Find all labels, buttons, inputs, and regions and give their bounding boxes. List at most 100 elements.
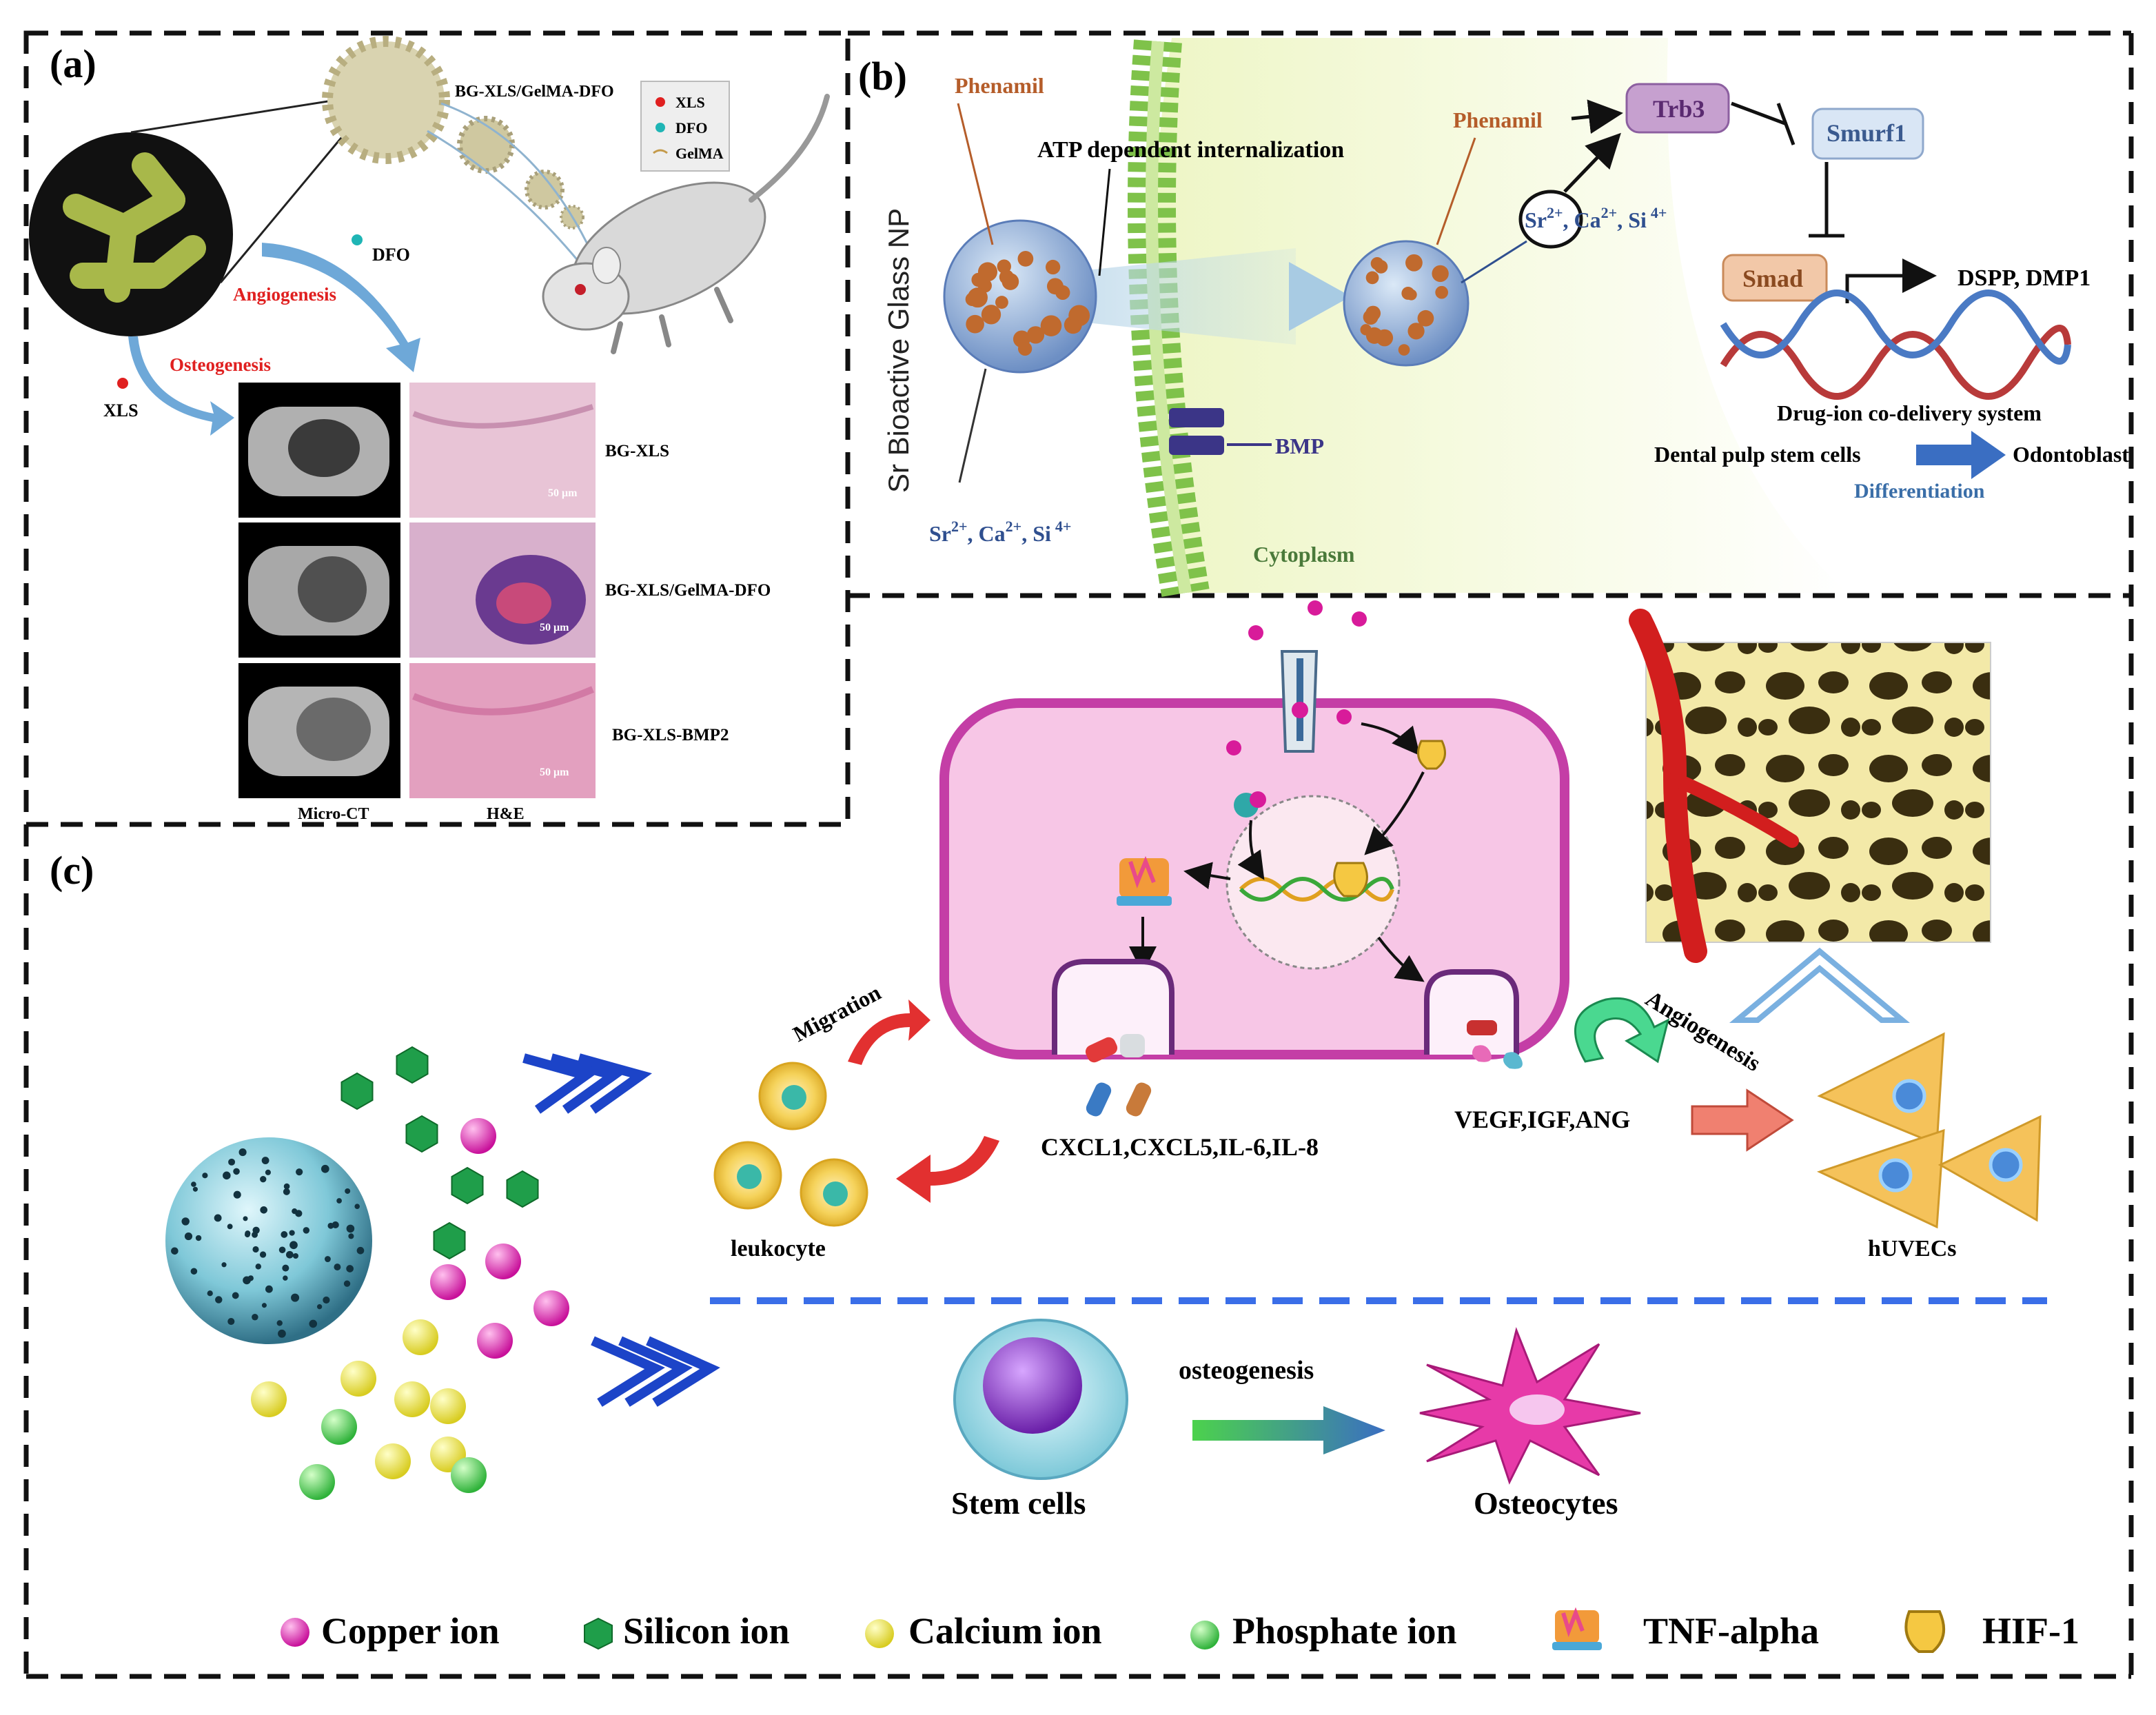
blood-vessel-branch [1668, 772, 1799, 848]
hif-1-legend-icon [1904, 1610, 1945, 1653]
pore [309, 1319, 318, 1328]
panel-a-label: (a) [50, 41, 96, 86]
pore [261, 1303, 267, 1308]
secretory-vesicle-right [1424, 969, 1519, 1055]
composite-label: BG-XLS/GelMA-DFO [455, 83, 614, 101]
xls-label: XLS [103, 400, 139, 420]
xls-dot [117, 378, 128, 389]
pore [265, 1169, 271, 1175]
bmp-label: BMP [1275, 434, 1324, 458]
pore [283, 1275, 288, 1281]
secreted-cytokine-blue [1086, 1082, 1112, 1117]
pore [995, 296, 1008, 309]
he-stain-column [409, 383, 596, 798]
pore [283, 1188, 290, 1195]
pore [334, 1264, 341, 1271]
dfo-label: DFO [372, 245, 410, 265]
pore [343, 1280, 351, 1287]
secreted-factor-vesicle [1467, 1020, 1497, 1035]
pore [966, 314, 984, 334]
silicon-ion [405, 1115, 438, 1153]
pore [243, 1216, 248, 1221]
xls-legend-label: XLS [675, 94, 705, 111]
trb3-inhibits-smurf1-bar [1776, 103, 1796, 145]
tnf-alpha-legend-icon [1552, 1607, 1602, 1650]
pore [1417, 309, 1434, 327]
ion-to-trb3-arrow [1563, 132, 1621, 193]
dfo-dot [352, 234, 363, 245]
hif-complex-icon-2 [1250, 791, 1266, 808]
pore [265, 1285, 273, 1293]
smurf1-node [1811, 108, 1924, 160]
channel-ion-3 [1352, 611, 1367, 627]
xls-legend-dot [655, 97, 665, 107]
upward-chevron-arrow [1729, 947, 1911, 1023]
scale-bar-2: 50 μm [540, 622, 569, 633]
pore [255, 1264, 261, 1270]
calcium-ion [375, 1443, 411, 1479]
pore [215, 1296, 223, 1303]
calcium-ion-legend-label: Calcium ion [908, 1610, 1102, 1652]
panel-b-label: (b) [858, 54, 907, 99]
pore [281, 1230, 288, 1238]
pore [1045, 259, 1061, 275]
pore [1405, 254, 1423, 272]
silicon-ion [396, 1046, 429, 1084]
pore [259, 1251, 267, 1258]
scale-bar-1: 50 μm [548, 487, 578, 499]
pore [1432, 265, 1449, 283]
pore [303, 1227, 310, 1234]
svg-text:Sr2+, Ca2+, Si4+: Sr2+, Ca2+, Si4+ [929, 518, 1071, 546]
angiogenesis-arrow-c [1691, 1088, 1794, 1152]
pore [278, 1329, 286, 1338]
pore [348, 1233, 354, 1239]
injection-curve-2 [427, 130, 580, 263]
hif-1-icon-nucleus [1333, 862, 1368, 897]
bmp-receptor-2 [1169, 436, 1224, 455]
secreted-cytokine-orange [1126, 1082, 1152, 1117]
leukocyte-label: leukocyte [731, 1236, 826, 1261]
pore [1365, 327, 1383, 344]
pore [321, 1164, 329, 1173]
pore [202, 1173, 208, 1179]
hif-into-nucleus-arrow [1364, 771, 1425, 855]
pore [245, 1230, 251, 1237]
release-chevrons-bottom [591, 1336, 720, 1407]
secreted-growth-factor-cyan [1503, 1052, 1523, 1069]
pore [1435, 285, 1449, 299]
secreted-cytokine-grey [1120, 1034, 1145, 1057]
pore [1398, 344, 1410, 356]
calcium-ion [403, 1319, 438, 1355]
pore [1363, 309, 1379, 325]
pore [278, 1246, 286, 1254]
pore [323, 1296, 330, 1304]
nucleus-to-vesicle-arrow [1377, 936, 1425, 982]
trb3-inhibits-smurf1 [1731, 101, 1787, 126]
rat-icon [542, 94, 830, 354]
pore [227, 1317, 235, 1326]
pore [967, 287, 988, 308]
pore [292, 1252, 298, 1259]
sr-ion-circle [1518, 190, 1583, 249]
silicon-ion [340, 1072, 374, 1110]
pore [1066, 318, 1082, 334]
pore [291, 1293, 300, 1302]
pore [181, 1217, 190, 1226]
system-label: Drug-ion co-delivery system [1777, 400, 2042, 425]
stem-cell-icon [953, 1319, 1128, 1480]
pore [1365, 271, 1379, 285]
dfo-legend-label: DFO [675, 119, 707, 136]
pore [233, 1190, 241, 1199]
dna-strand-nucleus-2 [1239, 877, 1394, 902]
dpsc-label: Dental pulp stem cells [1654, 442, 1861, 467]
phosphate-ion [321, 1409, 357, 1445]
phosphate-ion [451, 1457, 487, 1493]
phenamil-pointer-inside [1436, 137, 1476, 245]
secretory-vesicle-left [1052, 959, 1174, 1055]
pollen-sphere-large [322, 36, 450, 164]
pore [289, 1230, 295, 1236]
phenamil-label-outside: Phenamil [955, 73, 1044, 98]
